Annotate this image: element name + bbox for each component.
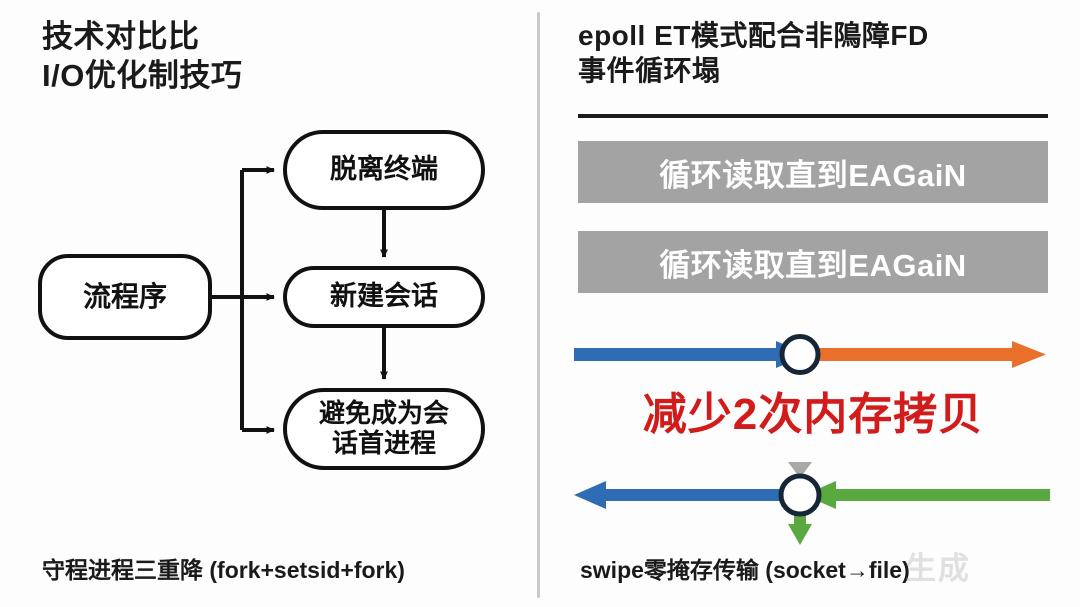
loop-read-bar-1[interactable]: 循环读取直到EAGaiN [578,141,1048,203]
flow-node-avoid[interactable]: 避免成为会 话首进程 [283,388,485,470]
highlight-text: 减少2次内存拷贝 [642,390,984,439]
flow-node-detach-label: 脱离终端 [330,154,438,185]
top-node-circle [779,334,821,375]
zero-copy-diagram-bottom [574,462,1050,545]
flow-node-root-label: 流程序 [82,280,167,312]
loop-read-bar-1-label: 循环读取直到EAGaiN [659,157,967,193]
flow-node-root[interactable]: 流程序 [38,254,212,340]
left-panel-caption: 守程进程三重降 (fork+setsid+fork) [42,557,405,583]
green-arrow-left [804,481,1050,509]
flowchart-connectors [212,166,388,434]
flow-node-session[interactable]: 新建会话 [283,266,485,328]
left-flowchart: 流程序 脱离终端 新建会话 避免成为会 话首进程 [0,100,537,520]
gray-marker-down [788,462,812,478]
blue-arrow-left [574,481,784,509]
bottom-node-circle [778,473,822,517]
flow-node-detach[interactable]: 脱离终端 [283,130,485,210]
panel-divider [537,12,540,598]
blue-arrow-right [574,341,808,368]
loop-read-bar-2[interactable]: 循环读取直到EAGaiN [578,231,1048,293]
right-panel-rule [578,114,1048,118]
right-panel-caption: swipe零掩存传输 (socket→file) [580,557,910,583]
flow-node-avoid-label: 避免成为会 话首进程 [318,398,449,458]
zero-copy-diagram-top [574,334,1046,375]
right-panel-title: epoll ET模式配合非隝障FD 事件循环塌 [578,20,929,86]
loop-read-bar-2-label: 循环读取直到EAGaiN [659,247,967,283]
left-panel-title: 技术对比比 I/O优化制技巧 [42,19,243,93]
orange-arrow-right [818,341,1046,368]
flow-node-session-label: 新建会话 [330,281,438,312]
